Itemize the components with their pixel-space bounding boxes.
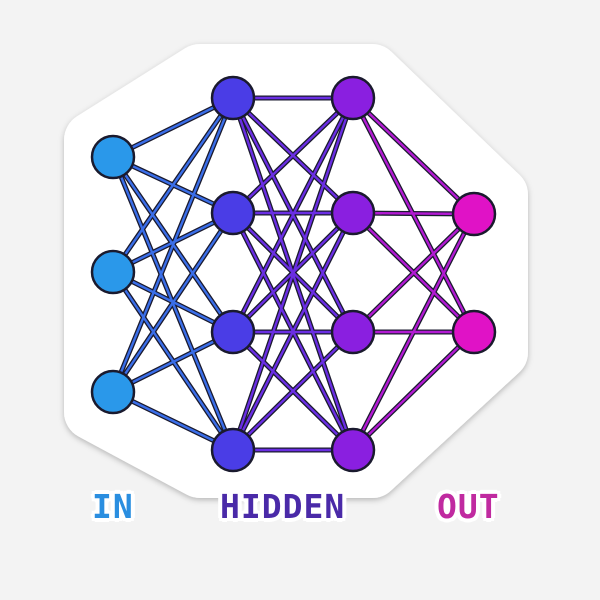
edge-0-2-2 xyxy=(111,330,235,394)
node-hidden1-0 xyxy=(210,75,256,121)
output-layer-label: OUT xyxy=(437,487,500,526)
hidden-layer-label: HIDDEN xyxy=(219,487,346,526)
edge-2-3-1 xyxy=(351,330,476,452)
edge-0-2-1 xyxy=(111,211,235,394)
node-hidden1-2 xyxy=(210,309,256,355)
node-hidden2-0 xyxy=(330,75,376,121)
edge-0-1-0 xyxy=(111,96,235,274)
node-hidden2-2 xyxy=(330,309,376,355)
edge-0-0-0 xyxy=(111,96,235,159)
edge-1-1-0 xyxy=(231,96,355,215)
edge-1-3-0 xyxy=(231,96,355,452)
edge-1-3-1 xyxy=(231,211,355,452)
node-hidden2-3 xyxy=(330,427,376,473)
node-output-0 xyxy=(451,191,497,237)
edge-2-0-0 xyxy=(351,96,476,216)
input-layer-label: IN xyxy=(92,487,134,526)
edge-1-3-2 xyxy=(231,330,355,452)
edge-2-2-0 xyxy=(351,212,476,334)
edge-1-2-0 xyxy=(231,96,355,334)
edge-2-0-1 xyxy=(351,96,476,334)
node-hidden1-3 xyxy=(210,427,256,473)
node-input-0 xyxy=(90,134,136,180)
node-input-1 xyxy=(90,249,136,295)
edge-2-3-0 xyxy=(351,212,476,452)
node-hidden1-1 xyxy=(210,190,256,236)
edge-0-2-0 xyxy=(111,96,235,394)
neurons xyxy=(90,75,497,473)
node-output-1 xyxy=(451,309,497,355)
node-input-2 xyxy=(90,369,136,415)
node-hidden2-1 xyxy=(330,190,376,236)
